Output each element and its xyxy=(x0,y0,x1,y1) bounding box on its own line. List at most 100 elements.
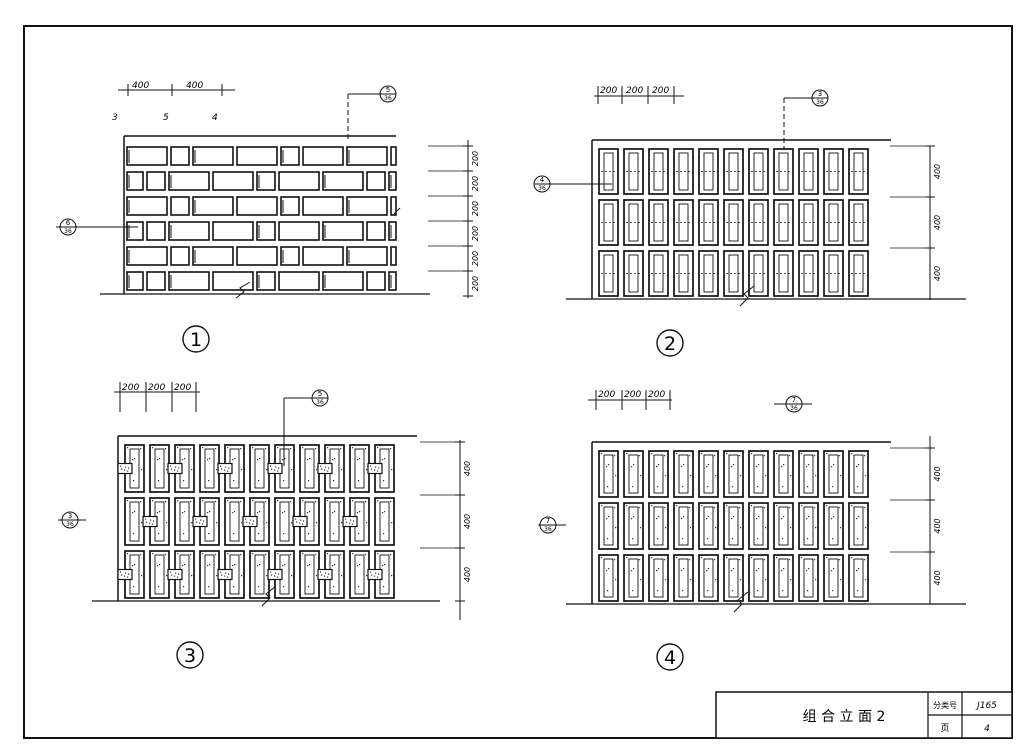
panel-3-number-circle xyxy=(176,641,204,669)
wall-block xyxy=(302,246,344,266)
wall-block xyxy=(390,146,397,166)
wall-block xyxy=(698,554,719,602)
panel-3-number: 3 xyxy=(184,645,196,667)
block-core xyxy=(628,558,639,598)
title-block: 组 合 立 面 2 分类号 J165 页 4 xyxy=(715,691,1013,739)
wall-block xyxy=(146,221,166,241)
panel-3-wall xyxy=(92,435,440,607)
tie-block xyxy=(192,515,208,528)
wall-block xyxy=(848,199,869,246)
block-core xyxy=(803,454,814,494)
wall-block xyxy=(798,250,819,297)
wall-block xyxy=(823,502,844,550)
wall-block xyxy=(168,271,210,291)
dim-right-label: 200 xyxy=(471,251,480,266)
wall-block xyxy=(170,196,190,216)
block-core xyxy=(329,501,340,542)
wall-block xyxy=(280,246,300,266)
block-core xyxy=(853,506,864,546)
wall-block xyxy=(773,450,794,498)
block-core xyxy=(728,506,739,546)
block-core xyxy=(304,448,315,489)
tie-block xyxy=(117,462,133,475)
wall-block xyxy=(390,246,397,266)
panel-2-dim-top-0: 200 xyxy=(600,86,617,96)
wall-block xyxy=(723,250,744,297)
wall-block xyxy=(623,148,644,195)
block-core xyxy=(678,506,689,546)
wall-block xyxy=(748,502,769,550)
wall-block xyxy=(324,497,345,546)
dim-right-label: 200 xyxy=(471,176,480,191)
panel-2-section-ref-bottom: 36 xyxy=(816,99,824,106)
wall-block xyxy=(346,146,388,166)
wall-block xyxy=(374,497,395,546)
wall-block xyxy=(249,550,270,599)
block-core xyxy=(803,506,814,546)
wall-block xyxy=(256,271,276,291)
dim-right-label: 200 xyxy=(471,276,480,291)
wall-block xyxy=(723,502,744,550)
block-core xyxy=(703,558,714,598)
block-core xyxy=(853,558,864,598)
panel-1-grid-mark-0: 3 xyxy=(112,113,118,123)
wall-block xyxy=(648,502,669,550)
panel-2-number-circle xyxy=(656,329,684,357)
panel-3-dim-top-1: 200 xyxy=(148,383,165,393)
panel-2-dim-top-1: 200 xyxy=(626,86,643,96)
wall-block xyxy=(823,250,844,297)
block-core xyxy=(379,501,390,542)
wall-block xyxy=(598,502,619,550)
wall-block xyxy=(274,497,295,546)
dim-right-label: 400 xyxy=(933,164,942,179)
tie-block xyxy=(267,462,283,475)
block-core xyxy=(653,506,664,546)
wall-block xyxy=(149,550,170,599)
wall-block xyxy=(648,450,669,498)
wall-block xyxy=(673,554,694,602)
block-core xyxy=(354,448,365,489)
wall-block xyxy=(126,171,144,191)
panel-1-side-ref-bottom: 36 xyxy=(64,228,72,235)
panel-2-wall xyxy=(566,139,966,307)
wall-block xyxy=(236,146,278,166)
wall-block xyxy=(388,221,397,241)
dim-right-label: 400 xyxy=(933,466,942,481)
panel-1-dim-top-0: 400 xyxy=(132,81,149,91)
wall-block xyxy=(773,199,794,246)
wall-block xyxy=(673,502,694,550)
wall-block xyxy=(748,199,769,246)
wall-block xyxy=(673,450,694,498)
panel-4-section-ref-top: 7 xyxy=(792,396,796,404)
wall-block xyxy=(798,148,819,195)
wall-block xyxy=(390,196,397,216)
block-core xyxy=(828,454,839,494)
wall-block xyxy=(773,554,794,602)
block-core xyxy=(753,558,764,598)
wall-block xyxy=(346,246,388,266)
panel-4-dim-top-1: 200 xyxy=(624,390,641,400)
wall-block xyxy=(848,450,869,498)
wall-block xyxy=(366,221,386,241)
wall-block xyxy=(798,450,819,498)
wall-block xyxy=(168,171,210,191)
cat-value: J165 xyxy=(975,701,997,711)
wall-block xyxy=(748,148,769,195)
panel-3-side-ref-bottom: 36 xyxy=(66,521,74,528)
panel-4-dim-top-0: 200 xyxy=(598,390,615,400)
block-core xyxy=(154,554,165,595)
wall-block xyxy=(126,196,168,216)
block-core xyxy=(828,506,839,546)
block-core xyxy=(603,454,614,494)
wall-block xyxy=(598,199,619,246)
block-core xyxy=(828,558,839,598)
block-core xyxy=(154,448,165,489)
tie-block xyxy=(167,462,183,475)
wall-block xyxy=(848,250,869,297)
wall-block xyxy=(126,146,168,166)
wall-block xyxy=(278,171,320,191)
